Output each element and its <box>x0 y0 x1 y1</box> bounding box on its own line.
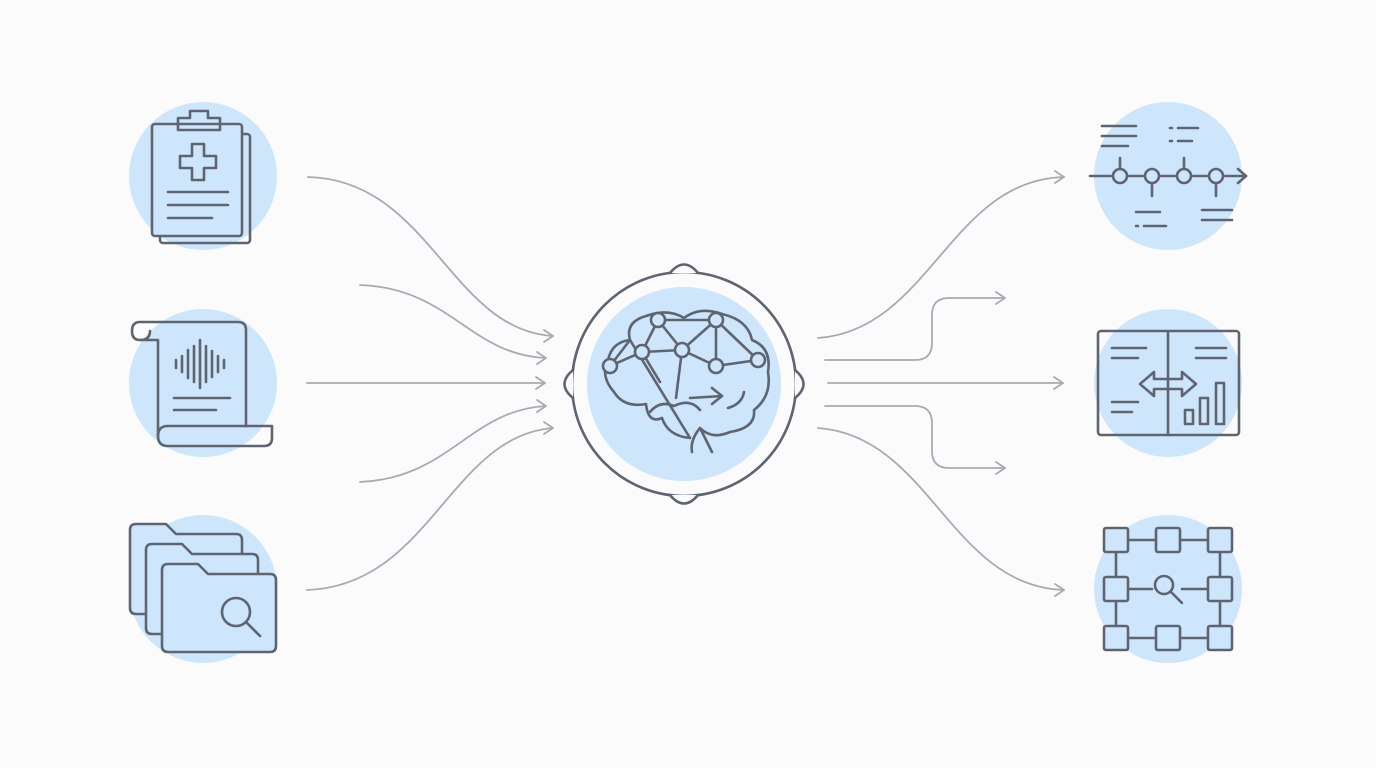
flow-line <box>817 427 1065 591</box>
node-grid-search-icon <box>1102 526 1234 652</box>
input-flow-lines <box>306 176 554 591</box>
timeline-icon <box>1088 124 1248 228</box>
flow-line <box>307 176 554 337</box>
neural-network <box>601 311 767 400</box>
neural-brain-icon <box>601 309 770 454</box>
medical-clipboard-icon <box>150 109 252 245</box>
flow-line <box>359 284 547 359</box>
flow-line <box>824 405 1006 469</box>
output-flow-lines <box>817 170 1065 597</box>
center-inner-circle <box>587 287 781 481</box>
output-comparison <box>1094 309 1242 457</box>
icon-circle <box>1094 515 1242 663</box>
output-timeline <box>1088 102 1248 250</box>
input-audio-transcript <box>129 309 277 457</box>
flow-line <box>824 297 1006 361</box>
input-medical-records <box>129 102 277 250</box>
center-ring <box>563 263 805 505</box>
audio-transcript-scroll-icon <box>130 320 274 448</box>
output-node-grid <box>1094 515 1242 663</box>
center-ai-brain <box>563 263 805 505</box>
icon-circle <box>129 309 277 457</box>
comparison-panel-icon <box>1096 329 1241 437</box>
input-file-archive <box>128 515 278 663</box>
flow-line <box>306 427 554 591</box>
folder-search-icon <box>128 522 278 654</box>
flow-line <box>359 405 547 483</box>
waveform <box>174 338 226 390</box>
flow-line <box>817 176 1065 339</box>
